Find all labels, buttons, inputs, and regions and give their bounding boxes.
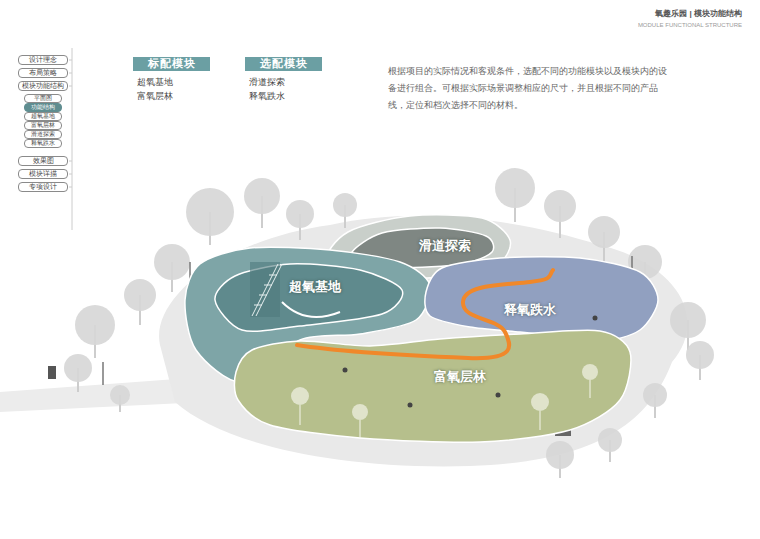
zone-label: 滑道探索 bbox=[419, 239, 471, 254]
node-label: 选配模块 bbox=[260, 58, 308, 70]
node-label: 滑道探索 bbox=[31, 131, 55, 137]
page-title: 氧趣乐园 | 模块功能结构 bbox=[655, 8, 742, 19]
node-label: 模块功能结构 bbox=[22, 82, 64, 89]
nav-button: 布局策略 bbox=[18, 68, 68, 78]
subtitle: MODULE FUNCTIONAL STRUCTURE bbox=[638, 22, 742, 29]
node-label: 超氧基地 bbox=[31, 113, 55, 119]
forest-zone: 富氧层林 bbox=[232, 327, 634, 446]
module-item: 释氧跌水 bbox=[249, 91, 285, 101]
nav-sub-button: 功能结构 bbox=[24, 103, 62, 112]
zone-fill bbox=[234, 330, 630, 442]
node-label: 富氧层林 bbox=[31, 122, 55, 128]
module-item: 滑道探索 bbox=[249, 77, 285, 87]
zone-fill bbox=[425, 257, 658, 342]
node-label: 平面图 bbox=[34, 95, 52, 101]
description-text: 根据项目的实际情况和客观条件，选配不同的功能模块以及模块内的设备进行组合。可根据… bbox=[388, 63, 672, 114]
zone-label: 超氧基地 bbox=[289, 280, 341, 295]
module-item: 超氧基地 bbox=[137, 77, 173, 87]
node-label: 标配模块 bbox=[148, 58, 196, 70]
nav-sub-button: 超氧基地 bbox=[24, 112, 62, 121]
nav-button: 专项设计 bbox=[18, 182, 68, 192]
nav-sub-button: 滑道探索 bbox=[24, 130, 62, 139]
node-label: 设计理念 bbox=[29, 56, 57, 63]
module-item: 富氧层林 bbox=[137, 91, 173, 101]
node-label: 模块详描 bbox=[29, 170, 57, 177]
nav-button: 模块详描 bbox=[18, 169, 68, 179]
zone-fill bbox=[215, 264, 403, 331]
nav-button: 模块功能结构 bbox=[18, 81, 68, 91]
module-heading-band: 选配模块 bbox=[245, 57, 322, 71]
node-label: 释氧跌水 bbox=[31, 140, 55, 146]
nav-sub-button: 平面图 bbox=[24, 94, 62, 103]
node-label: 功能结构 bbox=[31, 104, 55, 110]
zone-label: 富氧层林 bbox=[434, 370, 486, 385]
node-label: 效果图 bbox=[33, 157, 54, 164]
module-heading-band: 标配模块 bbox=[133, 57, 210, 71]
node-label: 布局策略 bbox=[29, 69, 57, 76]
nav-button: 效果图 bbox=[18, 156, 68, 166]
nav-button: 设计理念 bbox=[18, 55, 68, 65]
zone-outline bbox=[232, 327, 634, 446]
node-label: 专项设计 bbox=[29, 183, 57, 190]
nav-sub-button: 释氧跌水 bbox=[24, 139, 62, 148]
nav-sub-button: 富氧层林 bbox=[24, 121, 62, 130]
zone-label: 释氧跌水 bbox=[504, 303, 556, 318]
